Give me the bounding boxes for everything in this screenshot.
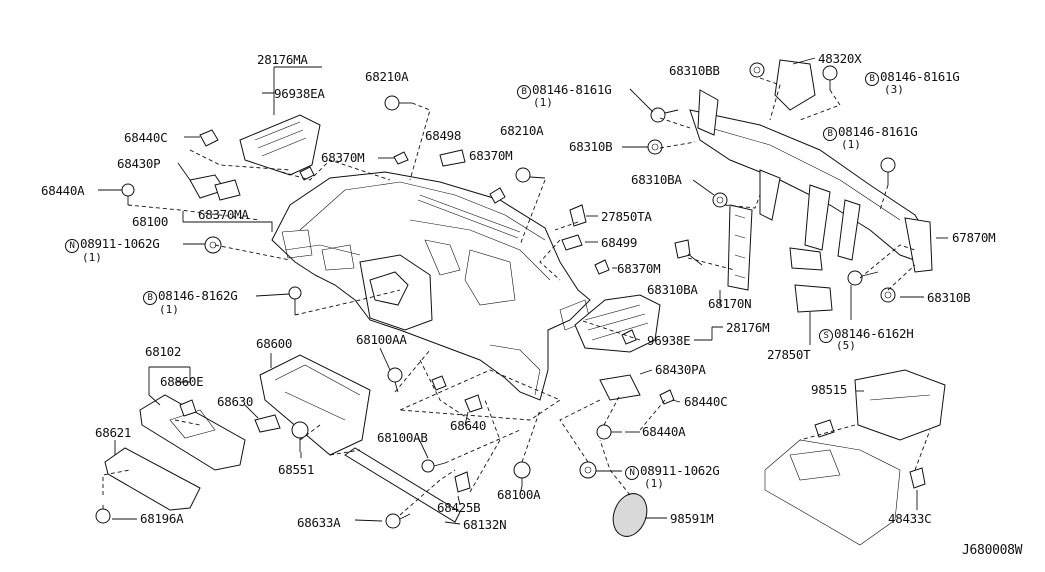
- prefix-b-icon: B: [823, 127, 837, 141]
- diagram-code: J680008W: [962, 543, 1023, 558]
- label-68499: 68499: [601, 235, 638, 250]
- label-96938EA: 96938EA: [274, 86, 325, 101]
- label-96938E: 96938E: [647, 333, 691, 348]
- prefix-n-icon: N: [625, 466, 639, 480]
- label-68440C-1: 68440C: [124, 130, 168, 145]
- label-68370M-1: 68370M: [321, 150, 365, 165]
- qty-08146-8161G-2: (3): [884, 83, 904, 96]
- prefix-n-icon: N: [65, 239, 79, 253]
- label-68440A-1: 68440A: [41, 183, 85, 198]
- dashed-lines: [102, 77, 931, 516]
- label-68102: 68102: [145, 344, 182, 359]
- label-68310BA-1: 68310BA: [631, 172, 682, 187]
- label-68600: 68600: [256, 336, 293, 351]
- label-68430PA: 68430PA: [655, 362, 706, 377]
- label-68370M-2: 68370M: [469, 148, 513, 163]
- label-08146-8161G-2-text: 08146-8161G: [880, 69, 960, 84]
- label-67870M: 67870M: [952, 230, 996, 245]
- label-08911-2-text: 08911-1062G: [640, 463, 720, 478]
- airbag-module-shape: [764, 369, 946, 546]
- prefix-b-icon: B: [517, 85, 531, 99]
- label-28176MA: 28176MA: [257, 52, 308, 67]
- label-68630: 68630: [217, 394, 254, 409]
- prefix-b-icon: B: [865, 72, 879, 86]
- label-27850T: 27850T: [767, 347, 811, 362]
- lower-panel-shape: [104, 447, 201, 511]
- label-68210A-1: 68210A: [365, 69, 409, 84]
- label-68132N: 68132N: [463, 517, 507, 532]
- label-68170N: 68170N: [708, 296, 752, 311]
- label-08146-8161G-1-text: 08146-8161G: [532, 82, 612, 97]
- label-68210A-2: 68210A: [500, 123, 544, 138]
- label-08146-8161G-3-text: 08146-8161G: [838, 124, 918, 139]
- small-parts: [95, 62, 926, 529]
- label-68440C-2: 68440C: [684, 394, 728, 409]
- side-vent-right-shape: [574, 294, 661, 353]
- qty-08911-2: (1): [644, 477, 664, 490]
- label-48433C: 48433C: [888, 511, 932, 526]
- label-27850TA: 27850TA: [601, 209, 652, 224]
- label-98515: 98515: [811, 382, 848, 397]
- label-98591M: 98591M: [670, 511, 714, 526]
- round-cover-shape: [612, 493, 648, 537]
- label-08146-6162H-text: 08146-6162H: [834, 326, 914, 341]
- qty-08146-8162G: (1): [159, 303, 179, 316]
- label-68621: 68621: [95, 425, 132, 440]
- label-48320X: 48320X: [818, 51, 862, 66]
- label-68860E: 68860E: [160, 374, 204, 389]
- glove-box-shape: [259, 354, 371, 456]
- label-68640: 68640: [450, 418, 487, 433]
- qty-08146-6162H: (5): [836, 339, 856, 352]
- label-68100AB: 68100AB: [377, 430, 428, 445]
- label-68430P: 68430P: [117, 156, 161, 171]
- label-08911-1-text: 08911-1062G: [80, 236, 160, 251]
- label-68100A: 68100A: [497, 487, 541, 502]
- label-68551: 68551: [278, 462, 315, 477]
- prefix-s-icon: S: [819, 329, 833, 343]
- lower-strip-shape: [344, 447, 461, 523]
- label-68310B-2: 68310B: [927, 290, 971, 305]
- label-28176M: 28176M: [726, 320, 770, 335]
- label-68100AA: 68100AA: [356, 332, 407, 347]
- label-68498: 68498: [425, 128, 462, 143]
- label-68310BB: 68310BB: [669, 63, 720, 78]
- label-68100: 68100: [132, 214, 169, 229]
- label-68370MA: 68370MA: [198, 207, 249, 222]
- qty-08146-8161G-3: (1): [841, 138, 861, 151]
- label-68370M-3: 68370M: [617, 261, 661, 276]
- steering-member-shape: [689, 59, 933, 313]
- label-68196A: 68196A: [140, 511, 184, 526]
- prefix-b-icon: B: [143, 291, 157, 305]
- label-68310B-1: 68310B: [569, 139, 613, 154]
- qty-08911-1: (1): [82, 251, 102, 264]
- qty-08146-8161G-1: (1): [533, 96, 553, 109]
- label-08146-8162G-text: 08146-8162G: [158, 288, 238, 303]
- leader-lines: [98, 57, 948, 525]
- side-vent-upper-shape: [239, 114, 321, 176]
- label-68425B: 68425B: [437, 500, 481, 515]
- label-68310BA-2: 68310BA: [647, 282, 698, 297]
- label-68440A-2: 68440A: [642, 424, 686, 439]
- instrument-panel-shape: [271, 171, 591, 401]
- label-68633A: 68633A: [297, 515, 341, 530]
